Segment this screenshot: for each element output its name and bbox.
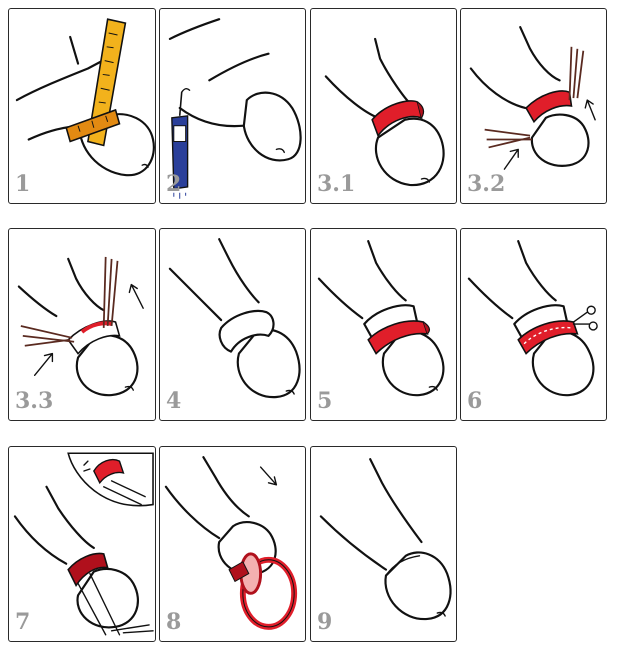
step-label: 5: [317, 388, 333, 414]
scissors-icon: [572, 305, 598, 331]
red-ring-illustration: [324, 37, 445, 187]
step-label: 6: [467, 388, 483, 414]
step-label: 2: [166, 171, 182, 197]
step-panel-3-1: 3.1: [310, 8, 457, 204]
step-label: 4: [166, 388, 182, 414]
outer-ring-illustration: [317, 240, 445, 397]
threads-tightened-illustration: [17, 256, 144, 397]
step-panel-1: 1: [8, 8, 156, 204]
step-panel-6: 6: [460, 228, 607, 421]
step-label: 3.2: [467, 171, 506, 197]
step-label: 7: [15, 609, 31, 635]
step-label: 1: [15, 171, 31, 197]
step-panel-5: 5: [310, 228, 457, 421]
step-panel-3-3: 3.3: [8, 228, 156, 421]
final-result-illustration: [319, 458, 452, 621]
step-panel-8: 8: [159, 446, 306, 642]
step-label: 8: [166, 609, 182, 635]
step-label: 3.3: [15, 388, 54, 414]
step-panel-3-2: 3.2: [460, 8, 607, 204]
measuring-tape-illustration: [15, 18, 155, 177]
step-label: 9: [317, 609, 333, 635]
step-panel-9: 9: [310, 446, 457, 642]
step-panel-7: 7: [8, 446, 156, 642]
threads-pulled-illustration: [469, 26, 596, 170]
step-panel-2: 2: [159, 8, 306, 204]
removal-tool-illustration: [13, 452, 154, 636]
ring-rolled-illustration: [168, 238, 301, 399]
ring-removed-illustration: [164, 456, 298, 630]
step-label: 3.1: [317, 171, 356, 197]
marker-pen-illustration: [168, 18, 302, 199]
scissors-cut-illustration: [467, 240, 598, 397]
step-panel-4: 4: [159, 228, 306, 421]
